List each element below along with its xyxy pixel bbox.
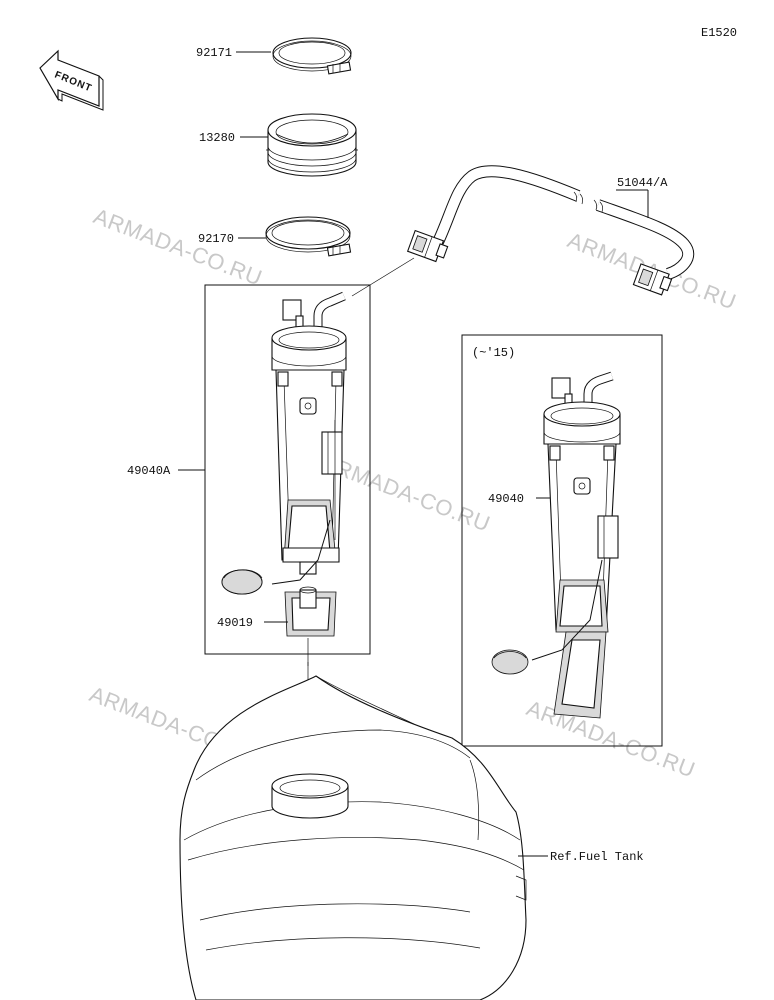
watermarks: ARMADA-CO.RU ARMADA-CO.RU ARMADA-CO.RU A… xyxy=(86,203,739,782)
part-label-49040: 49040 xyxy=(488,492,524,506)
watermark-3: ARMADA-CO.RU xyxy=(318,449,493,536)
part-label-13280: 13280 xyxy=(199,131,235,145)
gasket-13280 xyxy=(266,113,358,177)
front-arrow-icon: FRONT xyxy=(39,49,104,111)
clamp-92170 xyxy=(265,216,352,257)
watermark-1: ARMADA-CO.RU xyxy=(90,203,265,290)
fuel-hose-51044A xyxy=(406,165,695,296)
part-label-49040A: 49040A xyxy=(127,464,171,478)
filter-49019 xyxy=(284,586,337,637)
part-label-51044A: 51044/A xyxy=(617,176,668,190)
variant-note: (~'15) xyxy=(472,346,515,360)
fuel-pump-49040A xyxy=(221,291,347,595)
fuel-pump-49040 xyxy=(491,371,621,719)
part-label-49019: 49019 xyxy=(217,616,253,630)
clamp-92171 xyxy=(272,37,352,75)
watermark-5: ARMADA-CO.RU xyxy=(523,695,698,782)
part-label-92171: 92171 xyxy=(196,46,232,60)
assembly-box-49040 xyxy=(461,334,663,747)
part-label-92170: 92170 xyxy=(198,232,234,246)
part-label-fuel-tank: Ref.Fuel Tank xyxy=(550,850,644,864)
fuel-tank xyxy=(179,675,527,1000)
diagram-code: E1520 xyxy=(701,26,737,40)
